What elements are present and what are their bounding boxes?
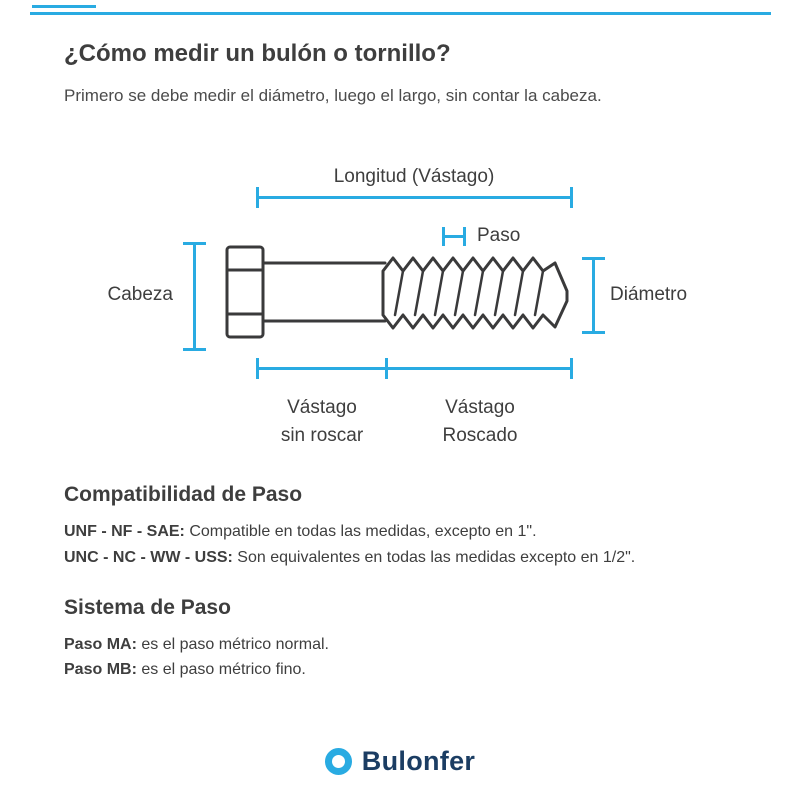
- vastago-roscado-line2: Roscado: [442, 425, 518, 446]
- longitud-dim-tick-right: [570, 187, 573, 208]
- longitud-label: Longitud (Vástago): [333, 166, 495, 187]
- compatibilidad-item-unf-desc: Compatible en todas las medidas, excepto…: [184, 523, 537, 540]
- longitud-dim-tick-left: [256, 187, 259, 208]
- top-short-rule: [32, 5, 96, 8]
- sistema-item-mb-desc: es el paso métrico fino.: [136, 661, 306, 678]
- sistema-item-ma-desc: es el paso métrico normal.: [136, 636, 329, 653]
- bolt-drawing: [225, 245, 569, 339]
- cabeza-dim-line: [193, 243, 196, 351]
- compatibilidad-item-unc: UNC - NC - WW - USS: Son equivalentes en…: [64, 549, 635, 567]
- vastago-dim-line: [257, 367, 573, 370]
- sistema-item-ma: Paso MA: es el paso métrico normal.: [64, 636, 329, 654]
- page-subtitle: Primero se debe medir el diámetro, luego…: [64, 86, 602, 105]
- footer: Bulonfer: [0, 746, 800, 777]
- thread-ridge-line: [453, 269, 465, 317]
- thread-ridge-line: [533, 269, 545, 317]
- bulonfer-logo-icon: [324, 748, 352, 775]
- sistema-item-mb-term: Paso MB:: [64, 661, 137, 678]
- cabeza-dim-tick-bottom: [183, 348, 206, 351]
- vastago-dim-tick-right: [570, 358, 573, 379]
- sistema-item-mb: Paso MB: es el paso métrico fino.: [64, 661, 306, 679]
- thread-ridge-line: [393, 269, 405, 317]
- diametro-label: Diámetro: [610, 284, 688, 305]
- compatibilidad-item-unc-desc: Son equivalentes en todas las medidas ex…: [232, 549, 636, 566]
- vastago-roscado-line1: Vástago: [445, 397, 515, 418]
- bolt-head: [225, 245, 265, 339]
- vastago-sin-roscar-label: Vástago sin roscar: [242, 394, 402, 450]
- compatibilidad-item-unc-term: UNC - NC - WW - USS:: [64, 549, 233, 566]
- vastago-sin-roscar-line2: sin roscar: [280, 425, 364, 446]
- vastago-roscado-label: Vástago Roscado: [400, 394, 560, 450]
- cabeza-dim-tick-top: [183, 242, 206, 245]
- top-rule: [30, 12, 771, 15]
- thread-ridge-line: [493, 269, 505, 317]
- page-title: ¿Cómo medir un bulón o tornillo?: [64, 40, 451, 67]
- sistema-heading: Sistema de Paso: [64, 596, 231, 619]
- compatibilidad-item-unf: UNF - NF - SAE: Compatible en todas las …: [64, 523, 537, 541]
- paso-dim-line: [442, 235, 466, 238]
- compatibilidad-item-unf-term: UNF - NF - SAE:: [64, 523, 185, 540]
- vastago-sin-roscar-line1: Vástago: [287, 397, 357, 418]
- thread-ridge-line: [473, 269, 485, 317]
- compatibilidad-heading: Compatibilidad de Paso: [64, 483, 303, 506]
- diametro-dim-line: [592, 258, 595, 334]
- diametro-dim-tick-bottom: [582, 331, 605, 334]
- brand-name: Bulonfer: [361, 746, 476, 776]
- sistema-item-ma-term: Paso MA:: [64, 636, 137, 653]
- thread-ridge-line: [513, 269, 525, 317]
- paso-label: Paso: [477, 225, 521, 246]
- thread-ridge-line: [433, 269, 445, 317]
- thread-ridge-line: [413, 269, 425, 317]
- vastago-dim-tick-left: [256, 358, 259, 379]
- longitud-dim-line: [257, 196, 573, 199]
- diametro-dim-tick-top: [582, 257, 605, 260]
- vastago-dim-tick-middle: [385, 358, 388, 379]
- cabeza-label: Cabeza: [107, 284, 174, 305]
